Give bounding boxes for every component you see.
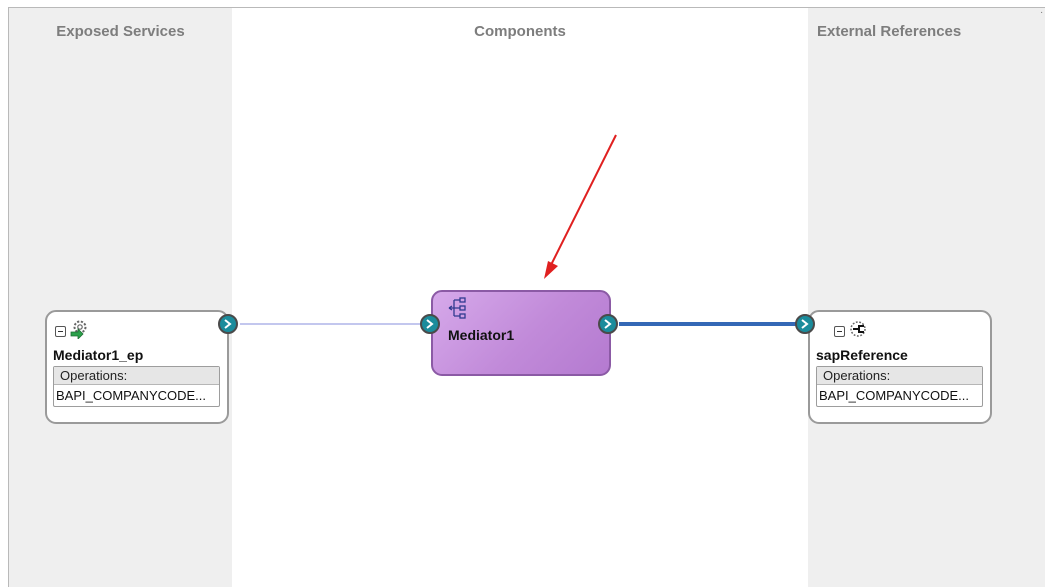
chevron-right-icon [801, 319, 809, 329]
operations-header: Operations: [54, 367, 219, 385]
operations-panel: Operations: BAPI_COMPANYCODE... [53, 366, 220, 407]
service-to-component-wire[interactable] [240, 323, 432, 325]
operation-item[interactable]: BAPI_COMPANYCODE... [819, 388, 970, 403]
component-name: Mediator1 [448, 327, 515, 343]
exposed-service-card[interactable]: Mediator1_ep Operations: BAPI_COMPANYCOD… [45, 310, 229, 424]
reference-input-port[interactable] [795, 314, 815, 334]
external-references-lane[interactable]: External References . [808, 8, 1045, 587]
corner-mark: . [1040, 7, 1043, 16]
annotation-arrow [544, 134, 617, 279]
gear-service-icon [69, 319, 89, 344]
operations-panel: Operations: BAPI_COMPANYCODE... [816, 366, 983, 407]
collapse-toggle-icon[interactable] [55, 325, 66, 337]
reference-card-header [834, 320, 870, 342]
composite-editor-canvas[interactable]: Exposed Services Components External Ref… [8, 7, 1045, 587]
mediator-tree-icon [448, 297, 470, 326]
collapse-toggle-icon[interactable] [834, 325, 845, 337]
service-output-port[interactable] [218, 314, 238, 334]
chevron-right-icon [224, 319, 232, 329]
component-to-reference-wire[interactable] [619, 322, 801, 326]
chevron-right-icon [604, 319, 612, 329]
service-name: Mediator1_ep [53, 347, 144, 363]
operations-header: Operations: [817, 367, 982, 385]
operation-item[interactable]: BAPI_COMPANYCODE... [56, 388, 207, 403]
chevron-right-icon [426, 319, 434, 329]
external-reference-card[interactable]: sapReference Operations: BAPI_COMPANYCOD… [808, 310, 992, 424]
mediator-component[interactable]: Mediator1 [431, 290, 611, 376]
exposed-services-title: Exposed Services [56, 23, 185, 40]
components-title: Components [474, 23, 566, 40]
service-card-header [55, 320, 89, 342]
external-references-title: External References [817, 23, 962, 40]
component-input-port[interactable] [420, 314, 440, 334]
component-output-port[interactable] [598, 314, 618, 334]
plug-reference-icon [848, 319, 870, 344]
exposed-services-lane[interactable]: Exposed Services [9, 8, 232, 587]
reference-name: sapReference [816, 347, 908, 363]
